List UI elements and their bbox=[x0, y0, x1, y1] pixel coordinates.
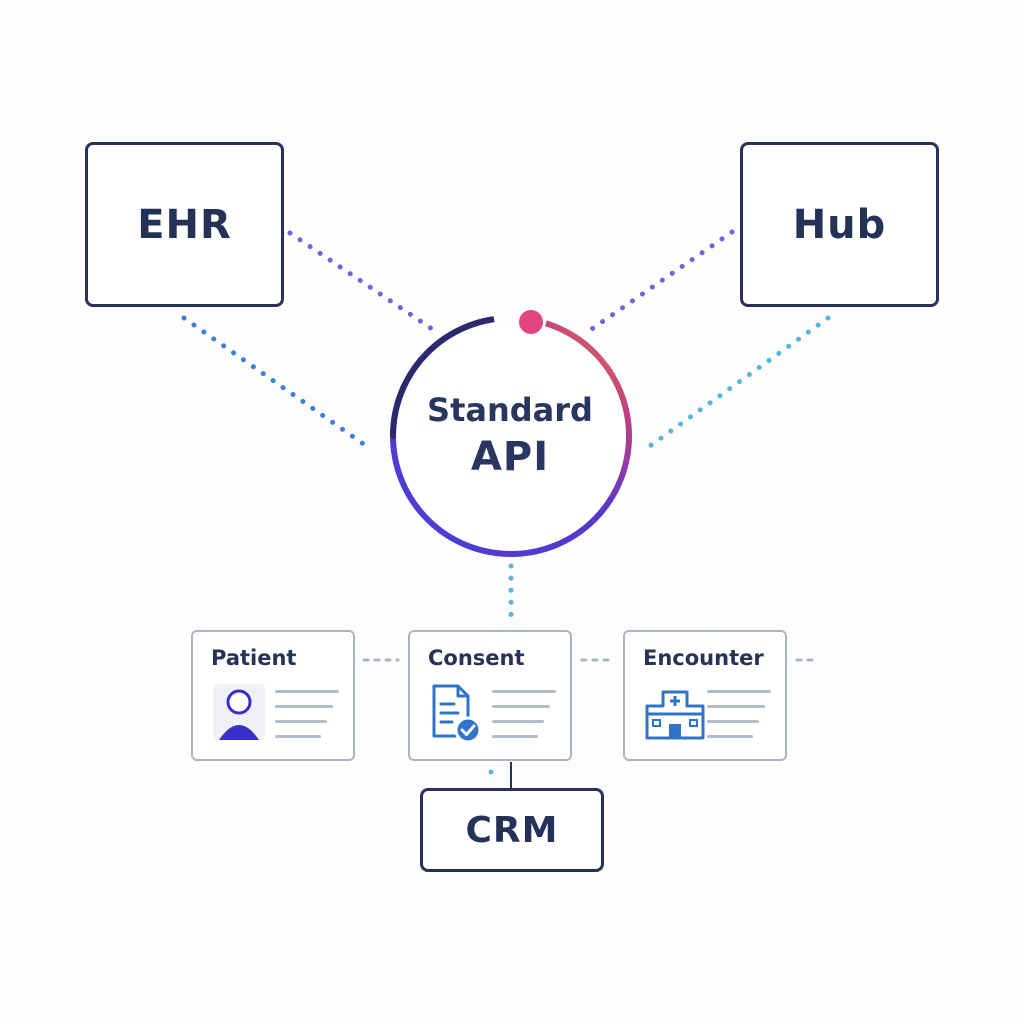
encounter-card: Encounter bbox=[623, 630, 787, 761]
hub-label: Hub bbox=[792, 201, 887, 248]
connector-dot bbox=[488, 769, 494, 775]
document-check-icon bbox=[428, 682, 484, 744]
api-label-line2: API bbox=[470, 434, 550, 480]
consent-card-text-lines bbox=[492, 690, 556, 750]
connector-ehr-api-upper bbox=[287, 230, 441, 336]
crm-label: CRM bbox=[465, 809, 559, 851]
standard-api-label: Standard API bbox=[395, 390, 625, 484]
connector-ehr-api-lower bbox=[181, 315, 375, 453]
api-ring-accent-dot bbox=[519, 310, 543, 334]
patient-card-text-lines bbox=[275, 690, 339, 750]
encounter-card-title: Encounter bbox=[643, 646, 764, 670]
ehr-label: EHR bbox=[137, 201, 232, 248]
hospital-icon bbox=[643, 682, 705, 744]
connector-hub-api-upper bbox=[583, 229, 735, 336]
person-icon bbox=[211, 682, 267, 744]
patient-card: Patient bbox=[191, 630, 355, 761]
consent-card: Consent bbox=[408, 630, 572, 761]
api-label-line1: Standard bbox=[427, 391, 593, 429]
hub-node: Hub bbox=[740, 142, 939, 307]
crm-node: CRM bbox=[420, 788, 604, 872]
consent-card-title: Consent bbox=[428, 646, 525, 670]
api-ring-dark-arc bbox=[390, 315, 511, 439]
patient-card-title: Patient bbox=[211, 646, 297, 670]
connector-hub-api-lower bbox=[647, 315, 831, 449]
encounter-card-text-lines bbox=[707, 690, 771, 750]
ehr-node: EHR bbox=[85, 142, 284, 307]
